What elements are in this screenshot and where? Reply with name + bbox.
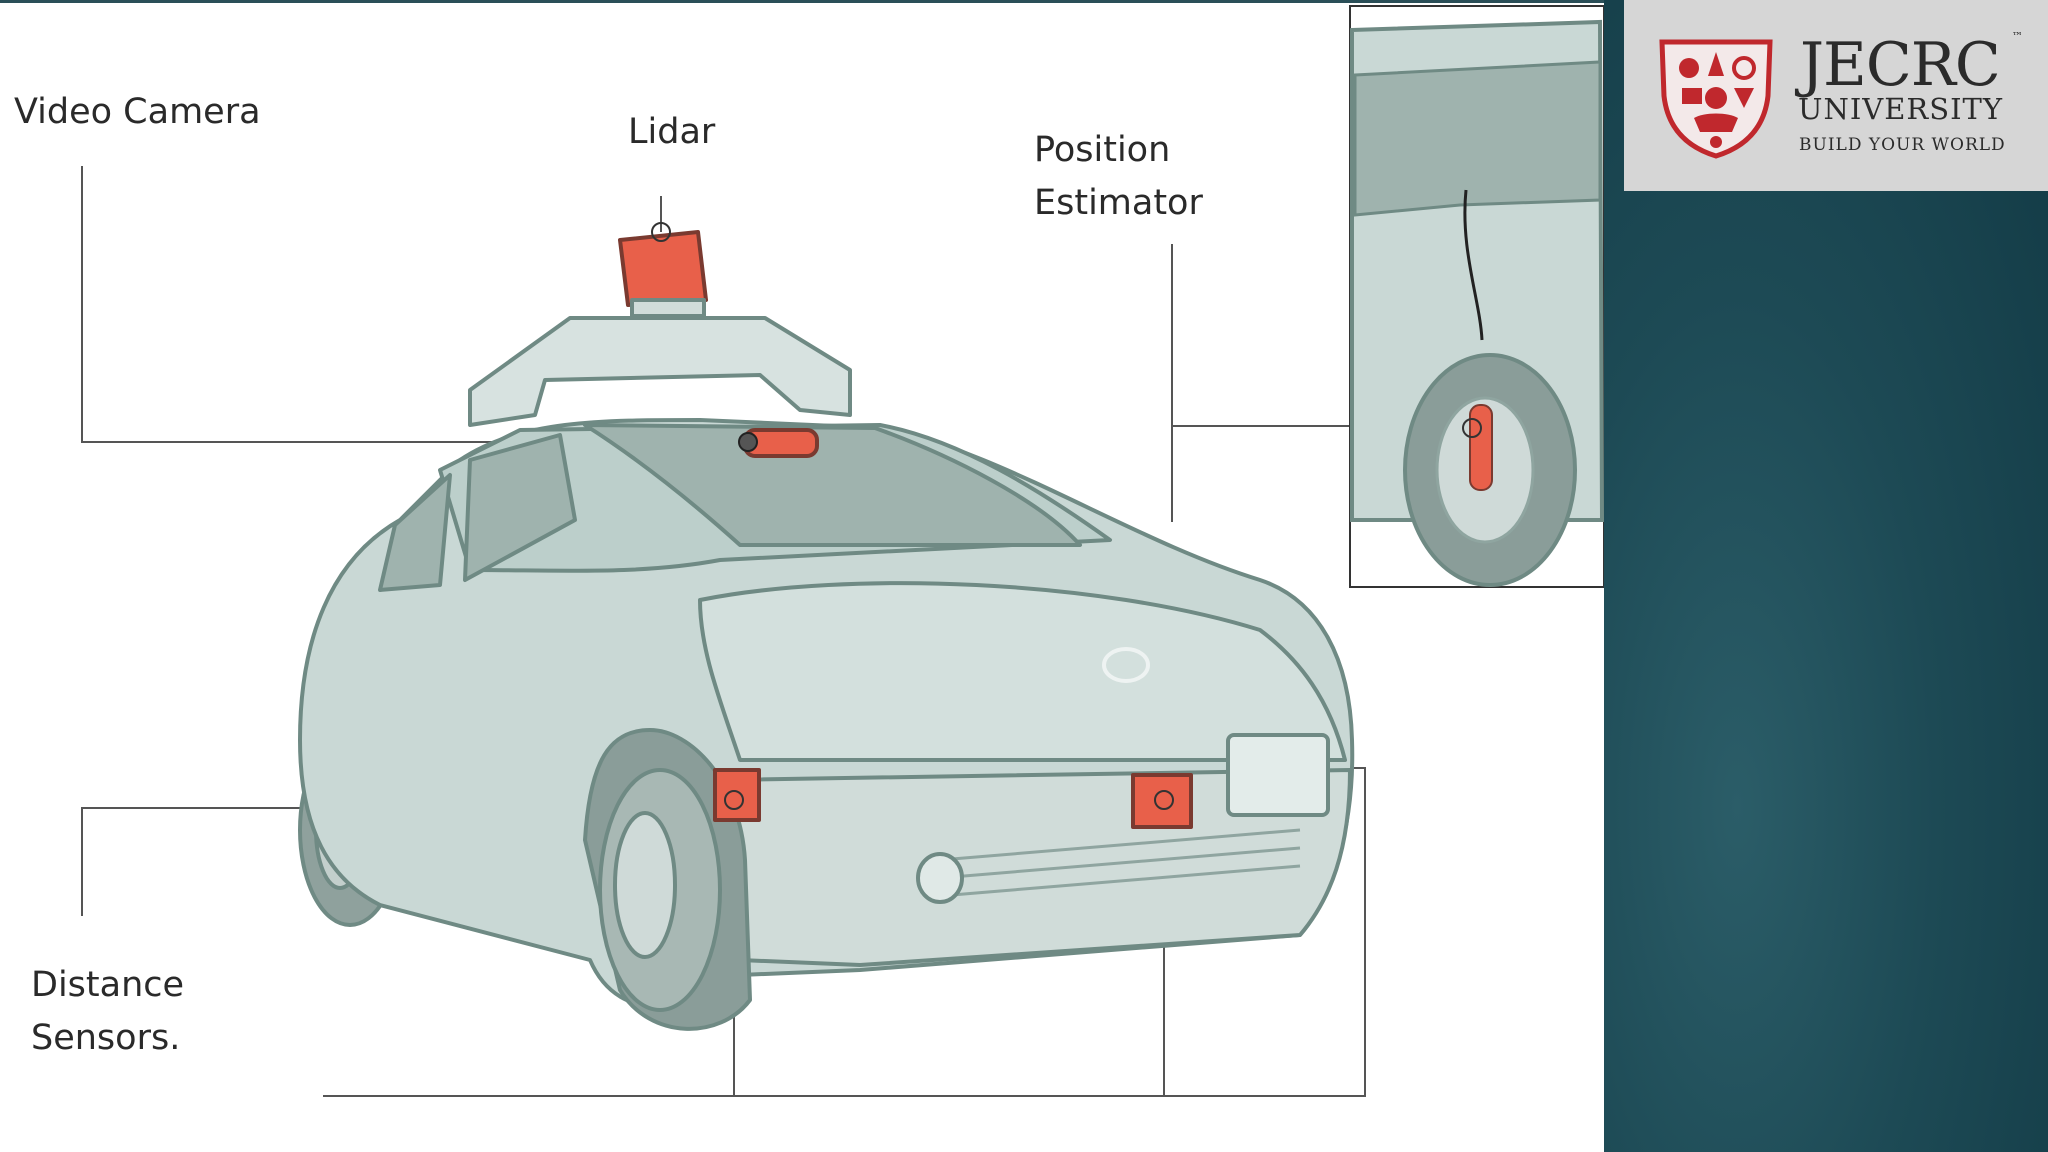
side-panel [1604, 0, 2048, 1152]
lidar-label: Lidar [628, 112, 716, 152]
side-window-rear [378, 473, 452, 592]
lidar-base [630, 298, 706, 318]
position-estimator-unit [1469, 404, 1493, 491]
roof-rack [468, 316, 852, 427]
distance-sensor-right [1131, 773, 1193, 829]
grille [939, 828, 1301, 898]
car-emblem [1102, 647, 1150, 683]
position-marker [1462, 418, 1482, 438]
distance-leader [81, 807, 305, 916]
fog-light [916, 852, 964, 904]
position-estimator-inset [1349, 5, 1604, 588]
distance-label-line1: Distance [31, 965, 185, 1005]
sensor-marker-left [724, 790, 744, 810]
position-label-line2: Estimator [1034, 183, 1203, 223]
car-illustration [298, 222, 1355, 1031]
distance-label-line2: Sensors. [31, 1018, 181, 1058]
distance-sensors-label: Distance Sensors. [31, 959, 184, 1065]
lidar-marker [651, 222, 671, 242]
camera-marker [738, 432, 758, 452]
logo-tagline: BUILD YOUR WORLD [1799, 135, 2006, 155]
top-border [0, 0, 1604, 3]
crest-icon [1659, 39, 1773, 159]
video-camera-label: Video Camera [14, 92, 261, 132]
logo-name: JECRC [1800, 30, 2001, 100]
sensor-marker-right [1154, 790, 1174, 810]
bottom-leader [323, 767, 1366, 1097]
distance-sensor-left [713, 768, 761, 822]
logo-trademark: ™ [2012, 30, 2023, 43]
lidar-unit [618, 230, 708, 307]
front-hub [613, 811, 677, 959]
university-logo: JECRC ™ UNIVERSITY BUILD YOUR WORLD [1624, 0, 2048, 191]
position-leader [1171, 244, 1470, 522]
inset-wire [1463, 189, 1484, 341]
windshield [583, 423, 1082, 547]
logo-subtitle: UNIVERSITY [1798, 92, 2004, 126]
hood [698, 581, 1347, 762]
position-label-line1: Position [1034, 130, 1171, 170]
car-sensor-diagram [81, 5, 1604, 1097]
license-plate-area [1226, 733, 1330, 817]
inset-window [1353, 60, 1602, 217]
side-window-front [463, 433, 577, 582]
position-estimator-label: Position Estimator [1034, 124, 1203, 230]
